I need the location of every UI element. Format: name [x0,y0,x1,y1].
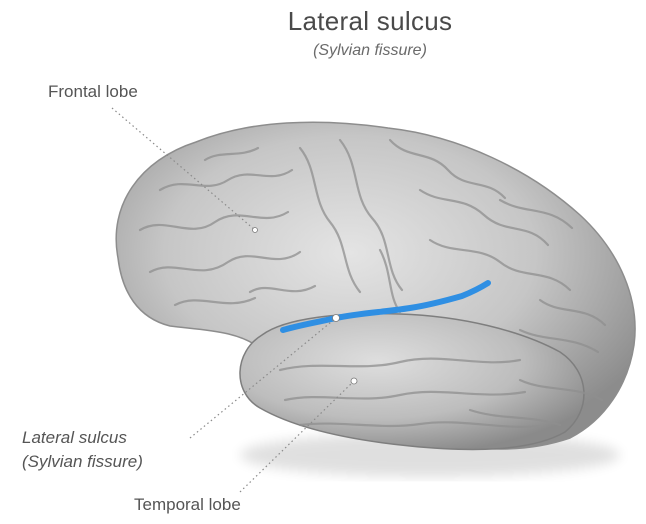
label-temporal-lobe: Temporal lobe [134,495,241,515]
diagram-title: Lateral sulcus [200,6,540,37]
label-sylvian-fissure: (Sylvian fissure) [22,452,143,472]
label-frontal-lobe: Frontal lobe [48,82,138,102]
frontal-marker-dot [253,228,258,233]
label-lateral-sulcus: Lateral sulcus [22,428,127,448]
temporal-marker-dot [351,378,357,384]
sulcus-marker-dot [333,315,340,322]
diagram-subtitle: (Sylvian fissure) [200,42,540,60]
